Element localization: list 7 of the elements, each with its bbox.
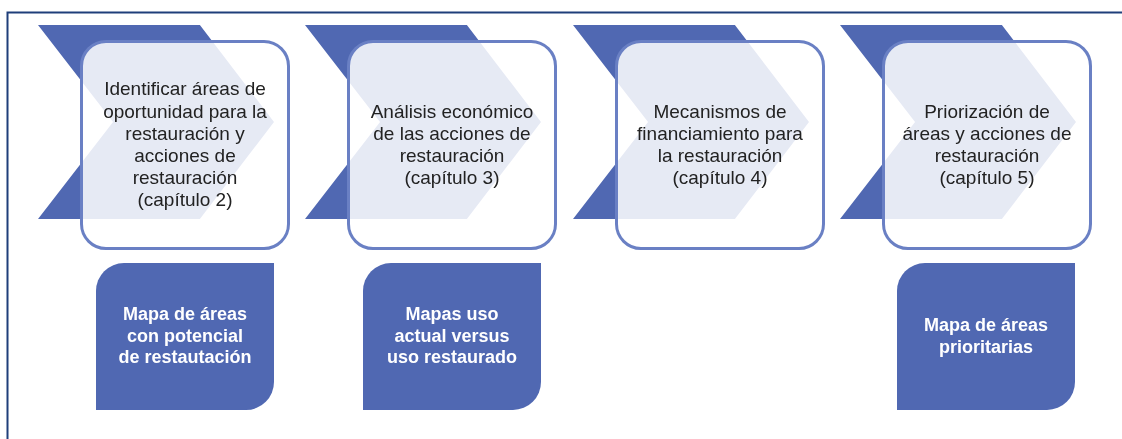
process-box: Identificar áreas de oportunidad para la restauración y acciones de restauración (capítulo 2) (80, 40, 290, 250)
process-box: Priorización de áreas y acciones de restauración (capítulo 5) (882, 40, 1092, 250)
output-box: Mapas uso actual versus uso restaurado (363, 263, 541, 410)
process-box: Mecanismos de financiamiento para la restauración (capítulo 4) (615, 40, 825, 250)
output-box: Mapa de áreas con potencial de restautación (96, 263, 274, 410)
process-box: Análisis económico de las acciones de restauración (capítulo 3) (347, 40, 557, 250)
output-box: Mapa de áreas prioritarias (897, 263, 1075, 410)
